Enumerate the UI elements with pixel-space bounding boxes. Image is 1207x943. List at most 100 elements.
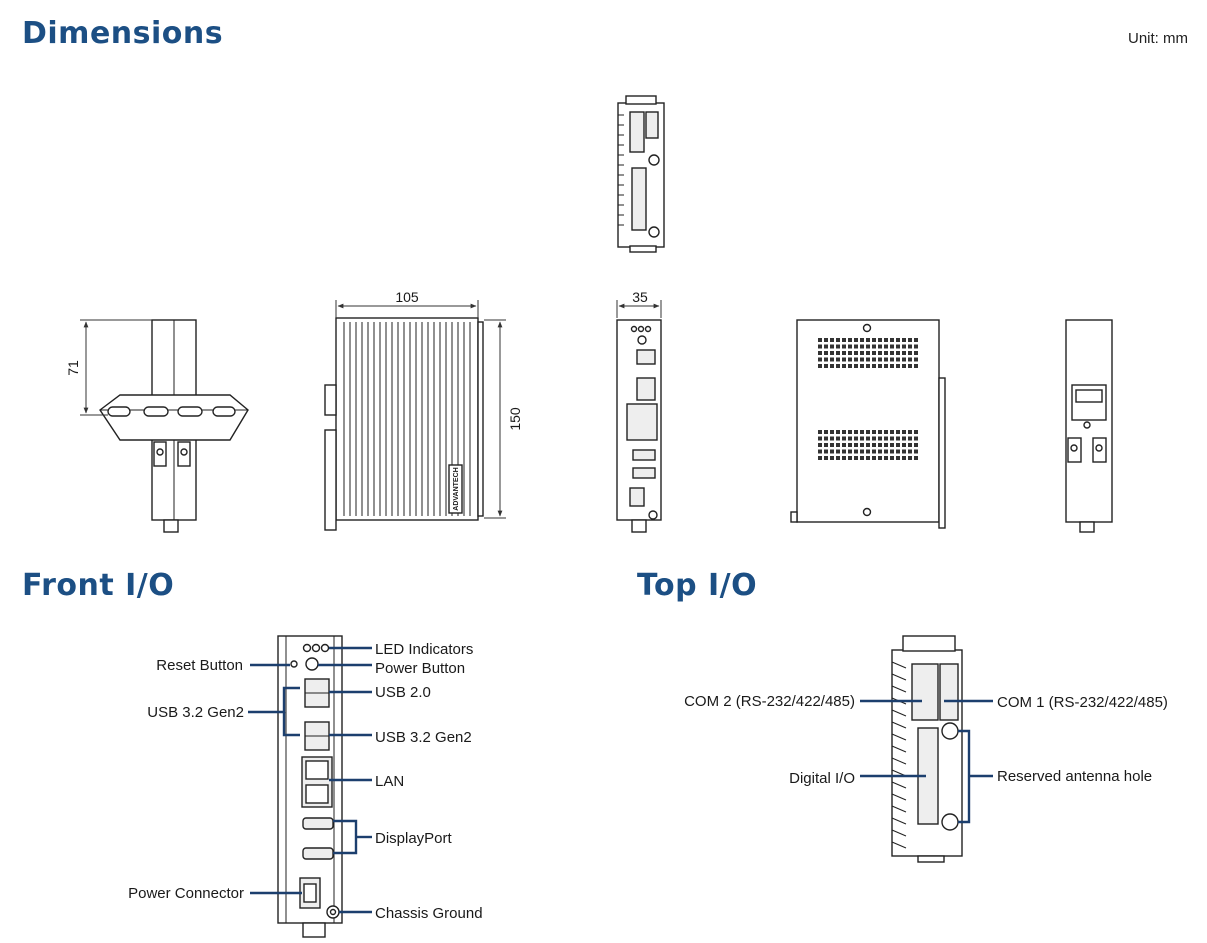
vent-hole — [818, 430, 822, 434]
vent-hole — [836, 456, 840, 460]
vent-hole — [896, 357, 900, 362]
vent-hole — [842, 456, 846, 460]
vent-hole — [890, 443, 894, 447]
vent-hole — [884, 357, 888, 362]
vent-hole — [830, 364, 834, 368]
front-io-callouts — [248, 646, 372, 914]
label-reserved-antenna-hole: Reserved antenna hole — [997, 768, 1152, 785]
vent-hole — [830, 436, 834, 441]
vent-hole — [902, 357, 906, 362]
vent-hole — [872, 344, 876, 349]
label-com1: COM 1 (RS-232/422/485) — [997, 694, 1168, 711]
vent-hole — [836, 364, 840, 368]
vent-hole — [908, 338, 912, 342]
vent-hole — [854, 430, 858, 434]
vent-hole — [878, 449, 882, 454]
vent-hole — [884, 351, 888, 355]
vent-hole — [884, 436, 888, 441]
vent-hole — [902, 364, 906, 368]
vent-hole — [902, 449, 906, 454]
front-view-drawing — [616, 319, 662, 533]
vent-hole — [854, 357, 858, 362]
vent-hole — [896, 449, 900, 454]
vent-hole — [890, 430, 894, 434]
dim-35-line — [616, 300, 662, 318]
rear-view-drawing — [1065, 319, 1113, 533]
dim-71-label: 71 — [65, 360, 81, 376]
vent-hole — [848, 436, 852, 441]
vent-hole — [866, 357, 870, 362]
vent-hole — [866, 351, 870, 355]
vent-hole — [866, 436, 870, 441]
vent-hole — [878, 456, 882, 460]
vent-hole — [884, 338, 888, 342]
vent-hole — [848, 430, 852, 434]
label-usb-3-2-gen2-left: USB 3.2 Gen2 — [147, 704, 244, 721]
vent-hole — [848, 443, 852, 447]
top-io-heading: Top I/O — [637, 568, 758, 603]
vent-hole — [842, 357, 846, 362]
vent-hole — [842, 443, 846, 447]
vent-hole — [836, 430, 840, 434]
label-led-indicators: LED Indicators — [375, 641, 473, 658]
vent-hole — [878, 443, 882, 447]
vent-hole — [878, 436, 882, 441]
label-power-connector: Power Connector — [128, 885, 244, 902]
label-usb-2-0: USB 2.0 — [375, 684, 431, 701]
vent-hole — [824, 443, 828, 447]
vent-hole — [854, 456, 858, 460]
vent-hole — [824, 456, 828, 460]
vent-hole — [860, 430, 864, 434]
dim-150-label: 150 — [507, 407, 523, 431]
vent-hole — [854, 443, 858, 447]
vent-hole — [884, 364, 888, 368]
vent-hole — [902, 456, 906, 460]
vent-hole — [890, 357, 894, 362]
vent-hole — [914, 436, 918, 441]
vent-hole — [818, 364, 822, 368]
vent-hole — [854, 351, 858, 355]
vent-hole — [884, 430, 888, 434]
vent-hole — [866, 449, 870, 454]
vent-hole — [818, 357, 822, 362]
dim-105-label: 105 — [395, 289, 419, 305]
vent-hole — [872, 364, 876, 368]
vented-side-view-drawing — [790, 319, 946, 529]
dimensions-heading: Dimensions — [22, 16, 224, 51]
vent-hole — [836, 344, 840, 349]
vent-hole — [818, 443, 822, 447]
vent-hole — [860, 364, 864, 368]
vent-hole — [872, 357, 876, 362]
vent-hole — [842, 436, 846, 441]
vent-hole — [896, 344, 900, 349]
label-com2: COM 2 (RS-232/422/485) — [684, 693, 855, 710]
vent-hole — [896, 430, 900, 434]
vent-hole — [890, 364, 894, 368]
vent-hole — [908, 436, 912, 441]
side-fin-view-drawing — [324, 317, 484, 531]
vent-hole — [896, 443, 900, 447]
top-fin — [891, 721, 907, 729]
din-rail-view-drawing — [99, 319, 249, 533]
vent-hole — [896, 351, 900, 355]
vent-hole — [902, 344, 906, 349]
vent-hole — [860, 357, 864, 362]
vent-hole — [842, 364, 846, 368]
front-io-heading: Front I/O — [22, 568, 175, 603]
vent-hole — [842, 338, 846, 342]
vent-hole — [830, 357, 834, 362]
vent-hole — [908, 456, 912, 460]
vent-hole — [848, 351, 852, 355]
vent-hole — [818, 351, 822, 355]
vent-hole — [824, 430, 828, 434]
vent-hole — [914, 344, 918, 349]
vent-hole — [818, 338, 822, 342]
top-fin — [891, 661, 907, 669]
vent-hole — [824, 344, 828, 349]
label-lan: LAN — [375, 773, 404, 790]
vent-hole — [842, 344, 846, 349]
vent-hole — [818, 344, 822, 349]
vent-hole — [914, 357, 918, 362]
vent-hole — [878, 351, 882, 355]
vent-hole — [854, 436, 858, 441]
